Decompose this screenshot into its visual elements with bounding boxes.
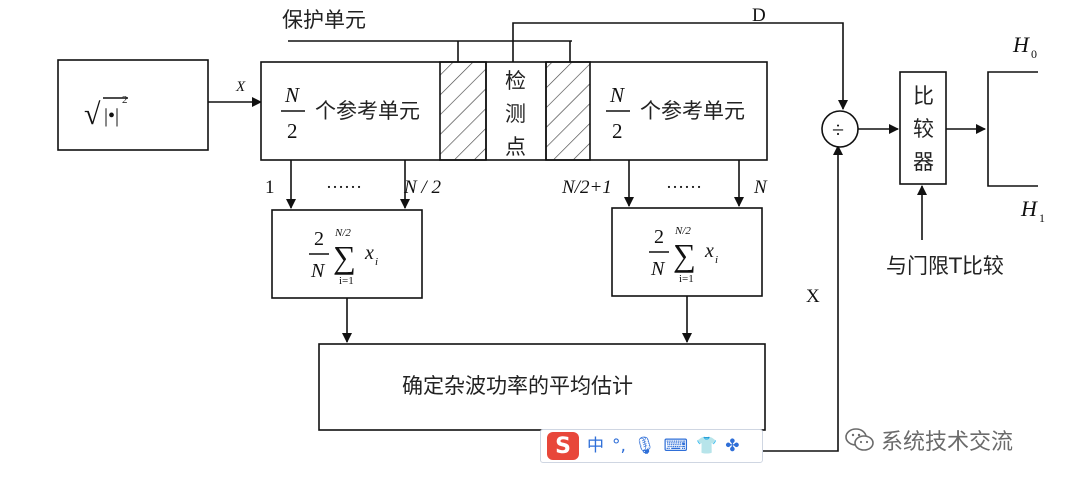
comparator-char-1: 比 (913, 84, 934, 108)
tap-label-n21: N/2+1 (561, 177, 612, 198)
svg-text:N: N (310, 260, 326, 282)
keyboard-icon[interactable]: ⌨ (663, 436, 689, 456)
microphone-icon[interactable]: 🎙 (633, 436, 656, 456)
x-feedback-label: X (806, 286, 820, 307)
right-n-denominator: 2 (612, 119, 623, 143)
right-sum-symbol: ∑ (673, 237, 696, 273)
comparator-char-3: 器 (913, 150, 934, 174)
clutter-estimate-box (318, 343, 766, 431)
watermark: 系统技术交流 (845, 424, 1013, 456)
svg-text:i=1: i=1 (339, 275, 354, 287)
detect-char-1: 检 (505, 69, 526, 93)
left-n-denominator: 2 (287, 119, 298, 143)
svg-text:1: 1 (1039, 211, 1045, 225)
reference-window-box (260, 61, 768, 161)
svg-text:x: x (364, 242, 374, 264)
guard-cell-right (545, 61, 591, 161)
tap-label-n: N (753, 177, 768, 198)
language-toggle-button[interactable]: 中 (587, 436, 604, 456)
tap-label-n2: N / 2 (403, 177, 441, 198)
tap-label-1: 1 (265, 177, 275, 198)
clutter-estimate-label: 确定杂波功率的平均估计 (402, 374, 633, 398)
toolbox-icon[interactable]: ✤ (725, 436, 740, 456)
sqrt-symbol: √ (84, 98, 101, 131)
sogou-logo-icon[interactable]: S (547, 432, 579, 460)
right-n-numerator: N (609, 83, 625, 107)
watermark-text: 系统技术交流 (881, 430, 1014, 455)
svg-text:N/2: N/2 (674, 225, 691, 237)
d-label: D (752, 5, 766, 26)
input-x-label: X (235, 79, 246, 95)
comparator-char-2: 较 (913, 117, 934, 141)
wechat-icon (845, 428, 874, 451)
decision-bracket (987, 71, 1038, 187)
punctuation-button[interactable]: °, (612, 436, 626, 456)
svg-text:2: 2 (654, 226, 664, 248)
left-reference-cells-label: 个参考单元 (315, 99, 420, 123)
right-reference-cells-label: 个参考单元 (640, 99, 745, 123)
detect-char-3: 点 (505, 135, 526, 159)
skin-icon[interactable]: 👕 (696, 436, 718, 456)
square-law-detector-box (57, 59, 209, 151)
svg-text:N/2: N/2 (334, 227, 351, 239)
svg-text:i: i (715, 254, 718, 266)
ime-toolbar[interactable]: S 中 °, 🎙 ⌨ 👕 ✤ (540, 429, 763, 463)
left-n-numerator: N (284, 83, 300, 107)
tap-dots-right: …… (666, 172, 702, 192)
threshold-label: 与门限T比较 (886, 254, 1004, 278)
svg-text:x: x (704, 240, 714, 262)
d-signal-line (512, 22, 848, 110)
divide-symbol: ÷ (832, 117, 844, 142)
square-exponent: 2 (122, 94, 128, 106)
h1-label: H (1020, 196, 1038, 221)
left-sum-symbol: ∑ (333, 239, 356, 275)
tap-dots-left: …… (326, 172, 362, 192)
svg-text:i: i (375, 256, 378, 268)
svg-text:i=1: i=1 (679, 273, 694, 285)
guard-unit-label: 保护单元 (282, 8, 366, 32)
abs-symbol: |•| (104, 105, 119, 127)
svg-text:0: 0 (1031, 47, 1037, 61)
h0-label: H (1012, 32, 1030, 57)
comparator-box (899, 71, 947, 185)
detect-char-2: 测 (505, 102, 526, 126)
guard-cell-left (439, 61, 487, 161)
svg-text:2: 2 (314, 228, 324, 250)
svg-text:N: N (650, 258, 666, 280)
